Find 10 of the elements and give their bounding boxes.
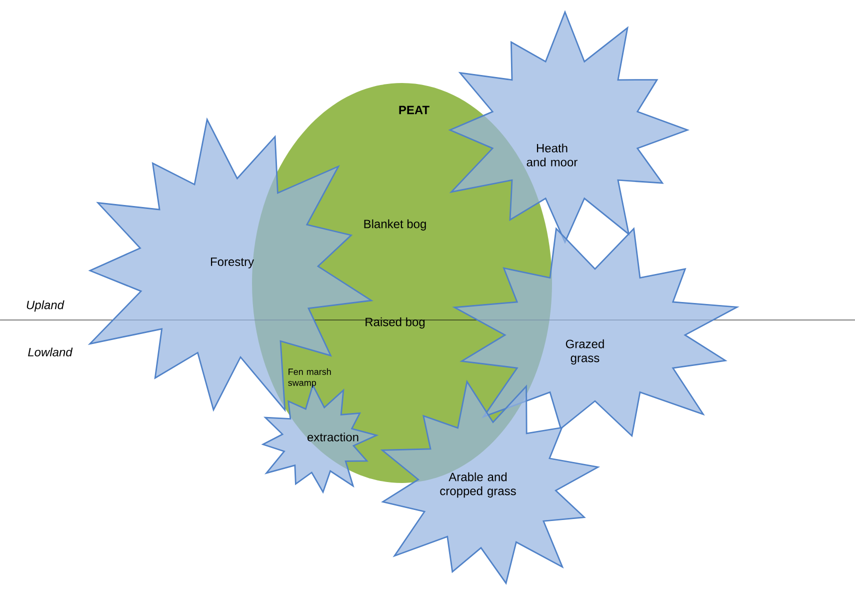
- zone-label: Upland: [26, 300, 64, 312]
- zone-label: Lowland: [28, 348, 73, 356]
- node-label: PEAT: [399, 106, 430, 114]
- star-label: Heath and moor: [526, 144, 578, 166]
- node-label: Raised bog: [366, 317, 425, 329]
- node-label: Fen marsh swamp: [288, 368, 331, 388]
- star-label: Arable and cropped grass: [440, 472, 516, 498]
- star-label: Grazed grass: [566, 339, 604, 365]
- star-label: Forestry: [211, 258, 254, 268]
- node-label: Blanket bog: [364, 219, 426, 231]
